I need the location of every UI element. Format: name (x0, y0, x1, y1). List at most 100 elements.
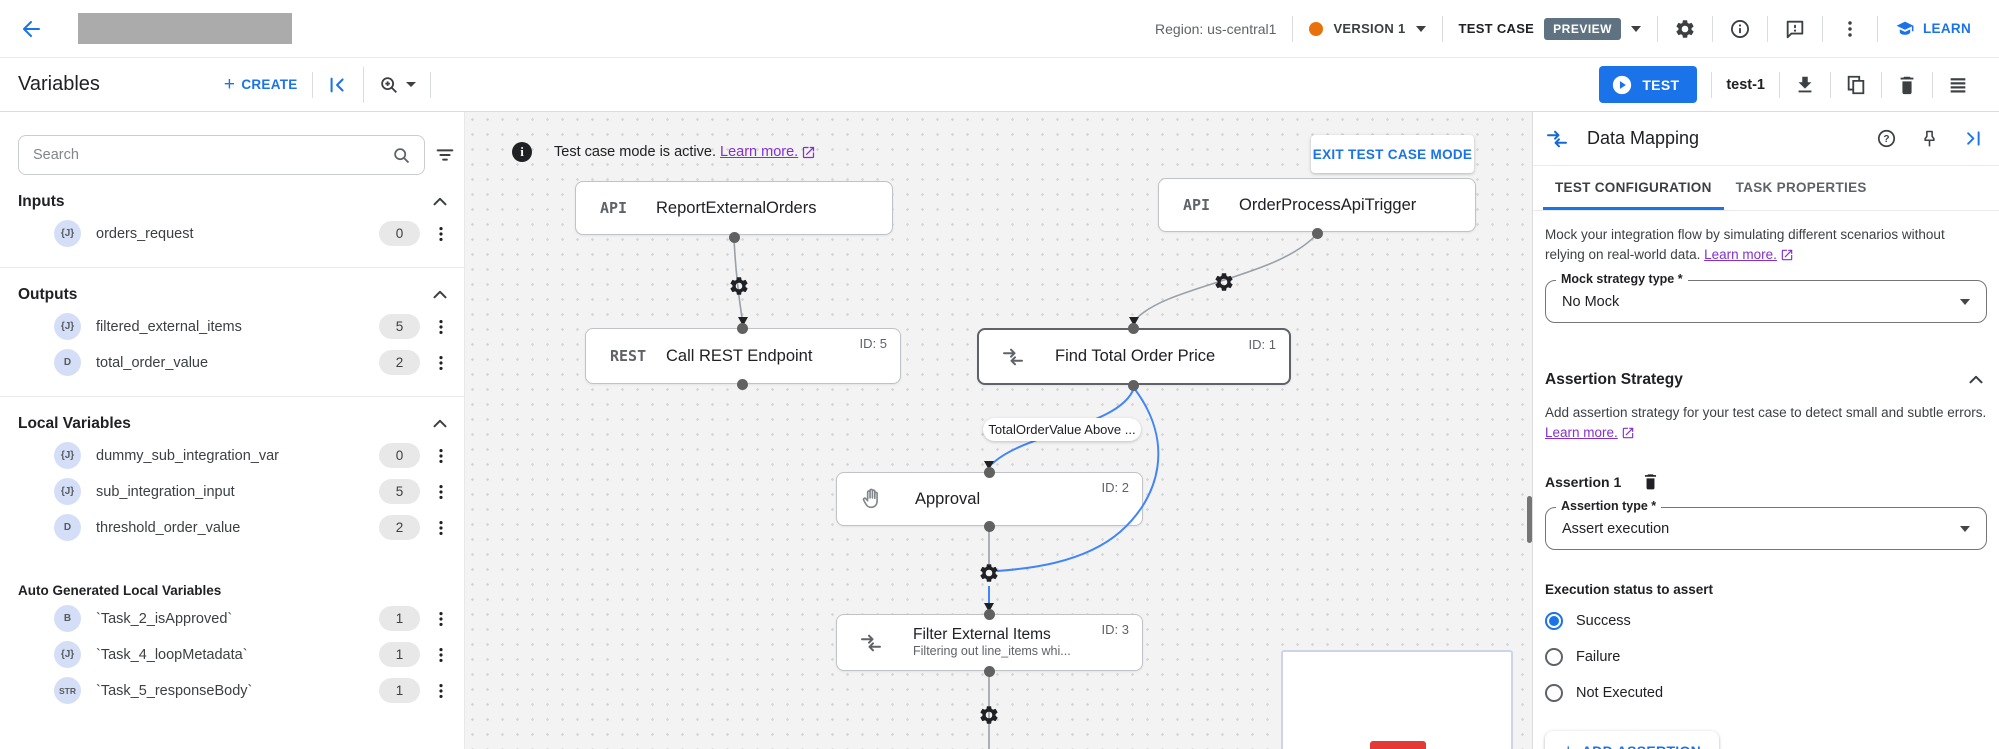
search-box[interactable] (18, 135, 425, 175)
variable-row[interactable]: B `Task_2_isApproved` 1 (18, 603, 451, 634)
variable-type-badge: STR (54, 677, 81, 704)
usage-count-badge[interactable]: 0 (379, 221, 420, 246)
variable-row[interactable]: {J} sub_integration_input 5 (18, 476, 451, 507)
assertion-learn-more-link[interactable]: Learn more. (1545, 424, 1618, 440)
edge-condition-label[interactable]: TotalOrderValue Above ... (983, 418, 1141, 441)
usage-count-badge[interactable]: 0 (379, 443, 420, 468)
row-kebab-icon[interactable] (431, 681, 451, 701)
collapse-panel-left-icon[interactable] (327, 74, 349, 96)
test-case-name[interactable]: test-1 (1726, 76, 1765, 93)
feedback-icon[interactable] (1784, 18, 1806, 40)
radio-button[interactable] (1545, 684, 1563, 703)
radio-button[interactable] (1545, 612, 1563, 631)
connection-dot[interactable] (1128, 380, 1139, 391)
connection-dot[interactable] (1312, 228, 1323, 239)
variable-row[interactable]: D threshold_order_value 2 (18, 512, 451, 543)
connection-dot[interactable] (737, 379, 748, 390)
info-icon[interactable] (1729, 18, 1751, 40)
learn-button[interactable]: LEARN (1894, 18, 1971, 40)
node-type-tag: API (1183, 196, 1211, 214)
settings-gear-icon[interactable] (1674, 18, 1696, 40)
integration-canvas[interactable]: i Test case mode is active. Learn more. … (465, 112, 1532, 749)
pin-icon[interactable] (1919, 128, 1940, 149)
row-kebab-icon[interactable] (431, 224, 451, 244)
test-case-dropdown[interactable]: TEST CASE PREVIEW (1459, 17, 1641, 40)
download-icon[interactable] (1794, 74, 1816, 96)
variable-name: sub_integration_input (96, 483, 235, 500)
exit-test-case-mode-button[interactable]: EXIT TEST CASE MODE (1311, 135, 1474, 173)
search-input[interactable] (33, 147, 391, 163)
row-kebab-icon[interactable] (431, 353, 451, 373)
chevron-up-icon[interactable] (429, 191, 451, 213)
mock-learn-more-link[interactable]: Learn more. (1704, 246, 1777, 262)
duplicate-icon[interactable] (1845, 74, 1867, 96)
version-dropdown[interactable]: VERSION 1 (1309, 21, 1426, 36)
radio-button[interactable] (1545, 648, 1563, 667)
canvas-zoom-dropdown[interactable] (378, 74, 416, 96)
node-filter-external-items[interactable]: Filter External Items Filtering out line… (836, 614, 1143, 671)
row-kebab-icon[interactable] (431, 317, 451, 337)
row-kebab-icon[interactable] (431, 518, 451, 538)
variable-row[interactable]: D total_order_value 2 (18, 347, 451, 378)
variable-row[interactable]: {J} dummy_sub_integration_var 0 (18, 440, 451, 471)
radio-option-failure[interactable]: Failure (1545, 645, 1987, 669)
delete-assertion-icon[interactable] (1641, 472, 1660, 491)
connection-dot[interactable] (984, 467, 995, 478)
mock-strategy-select[interactable]: Mock strategy type * No Mock (1545, 272, 1987, 324)
connection-dot[interactable] (737, 323, 748, 334)
row-kebab-icon[interactable] (431, 482, 451, 502)
connection-dot[interactable] (729, 232, 740, 243)
row-kebab-icon[interactable] (431, 609, 451, 629)
tab-test-configuration[interactable]: TEST CONFIGURATION (1543, 166, 1724, 210)
sort-filter-icon[interactable] (434, 144, 456, 166)
usage-count-badge[interactable]: 2 (379, 350, 420, 375)
usage-count-badge[interactable]: 1 (379, 642, 420, 667)
variable-type-badge: {J} (54, 220, 81, 247)
chevron-up-icon[interactable] (429, 413, 451, 435)
row-kebab-icon[interactable] (431, 645, 451, 665)
variable-row[interactable]: {J} orders_request 0 (18, 218, 451, 249)
assertion-type-select[interactable]: Assertion type * Assert execution (1545, 499, 1987, 551)
variable-name: dummy_sub_integration_var (96, 447, 279, 464)
more-options-kebab-icon[interactable] (1839, 18, 1861, 40)
version-label: VERSION 1 (1333, 21, 1406, 36)
connection-dot[interactable] (1128, 323, 1139, 334)
assertion-strategy-header[interactable]: Assertion Strategy (1545, 369, 1987, 391)
node-order-process-api-trigger[interactable]: API OrderProcessApiTrigger (1148, 169, 1480, 233)
radio-option-not-executed[interactable]: Not Executed (1545, 681, 1987, 705)
help-icon[interactable] (1876, 128, 1897, 149)
create-variable-button[interactable]: + CREATE (224, 75, 298, 94)
tab-task-properties[interactable]: TASK PROPERTIES (1735, 180, 1867, 195)
radio-label: Not Executed (1576, 685, 1664, 702)
collapse-panel-right-icon[interactable] (1962, 128, 1983, 149)
log-list-icon[interactable] (1947, 74, 1969, 96)
chevron-up-icon[interactable] (429, 284, 451, 306)
usage-count-badge[interactable]: 1 (379, 606, 420, 631)
node-report-external-orders[interactable]: API ReportExternalOrders (565, 176, 893, 236)
panel-scrollbar-thumb[interactable] (1527, 496, 1532, 543)
delete-icon[interactable] (1896, 74, 1918, 96)
connection-dot[interactable] (984, 609, 995, 620)
learn-cap-icon (1894, 18, 1916, 40)
variable-row[interactable]: {J} filtered_external_items 5 (18, 311, 451, 342)
node-approval[interactable]: Approval ID: 2 (836, 472, 1143, 526)
test-label: TEST (1642, 76, 1680, 93)
usage-count-badge[interactable]: 5 (379, 314, 420, 339)
back-arrow-icon[interactable] (20, 17, 44, 41)
node-call-rest-endpoint[interactable]: REST Call REST Endpoint ID: 5 (585, 328, 901, 384)
banner-learn-more-link[interactable]: Learn more. (720, 144, 799, 160)
radio-option-success[interactable]: Success (1545, 609, 1987, 633)
panel-tabs: TEST CONFIGURATION TASK PROPERTIES (1533, 166, 1999, 211)
row-kebab-icon[interactable] (431, 446, 451, 466)
canvas-card[interactable] (1281, 650, 1513, 749)
variable-row[interactable]: STR `Task_5_responseBody` 1 (18, 675, 451, 706)
usage-count-badge[interactable]: 5 (379, 479, 420, 504)
usage-count-badge[interactable]: 2 (379, 515, 420, 540)
connection-dot[interactable] (984, 666, 995, 677)
usage-count-badge[interactable]: 1 (379, 678, 420, 703)
variable-row[interactable]: {J} `Task_4_loopMetadata` 1 (18, 639, 451, 670)
test-button[interactable]: TEST (1599, 66, 1698, 103)
connection-dot[interactable] (984, 521, 995, 532)
node-find-total-order-price[interactable]: Find Total Order Price ID: 1 (977, 328, 1291, 385)
add-assertion-button[interactable]: + ADD ASSERTION (1545, 731, 1720, 749)
